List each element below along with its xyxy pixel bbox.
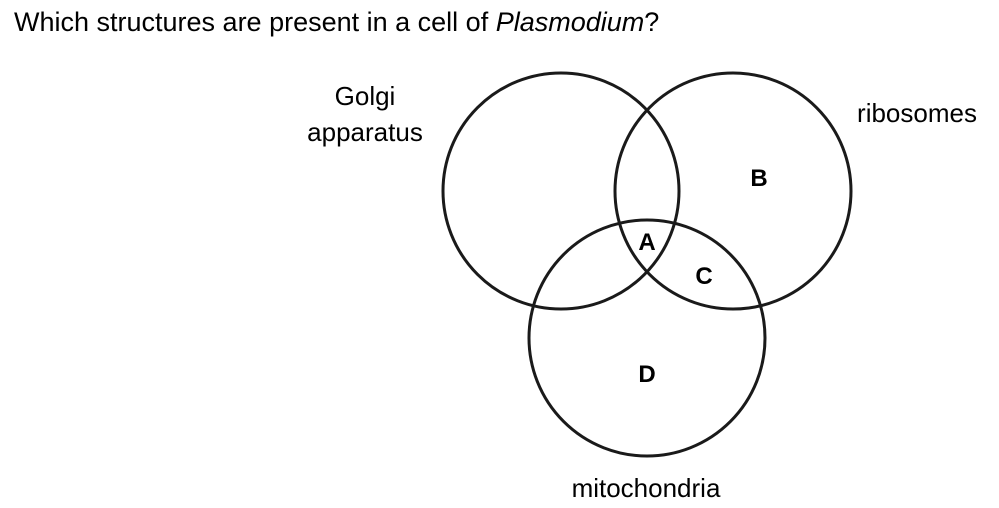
ribosomes-circle: [613, 71, 853, 311]
region-d-label: D: [638, 361, 655, 388]
golgi-circle: [441, 71, 681, 311]
mitochondria-label: mitochondria: [572, 473, 721, 503]
mitochondria-circle: [527, 218, 767, 458]
golgi-label-line1: Golgi: [335, 81, 396, 111]
question-prefix: Which structures are present in a cell o…: [14, 7, 496, 37]
region-a-label: A: [638, 229, 655, 256]
region-c-label: C: [695, 263, 712, 290]
question-text: Which structures are present in a cell o…: [14, 4, 659, 40]
question-suffix: ?: [644, 7, 660, 37]
golgi-label-line2: apparatus: [307, 117, 423, 147]
ribosomes-label: ribosomes: [857, 98, 977, 128]
region-b-label: B: [750, 165, 767, 192]
organism-name: Plasmodium: [495, 7, 645, 37]
